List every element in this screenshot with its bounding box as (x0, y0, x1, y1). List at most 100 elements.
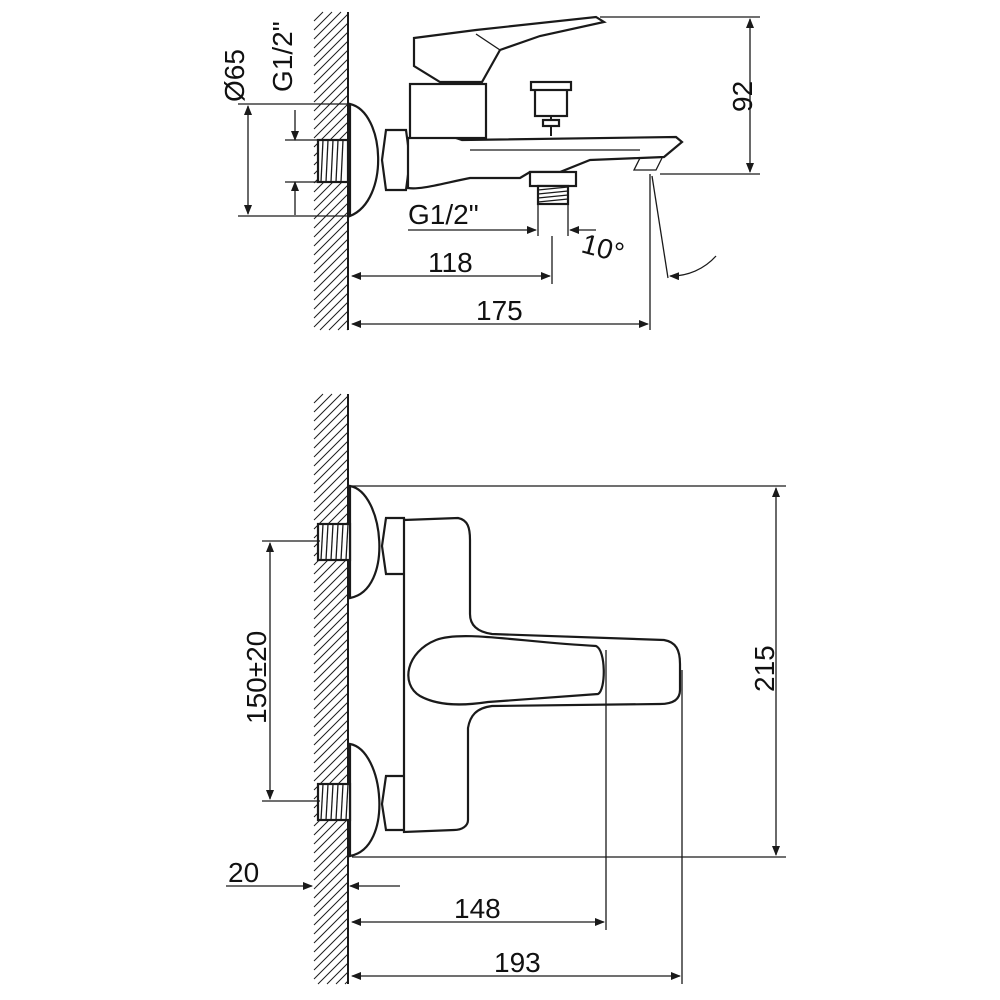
wall-hatch-line (313, 94, 349, 130)
wall-hatch-line (313, 58, 349, 94)
wall-hatch-line (313, 404, 349, 440)
dim-height-top-label: 215 (749, 645, 780, 692)
dim-depth-outlet-label: 118 (428, 247, 473, 278)
wall-hatch-line (313, 593, 349, 629)
side-view: Ø65 G1/2" 92 G1/2" (219, 11, 760, 331)
outlet-thread (528, 170, 578, 206)
wall-hatch-line (337, 319, 349, 331)
thread-line (320, 783, 324, 821)
lever-top (407, 635, 605, 706)
wall-hatch-line (313, 944, 349, 980)
wall-hatch-line (313, 629, 349, 665)
wall-hatch-line (313, 566, 349, 602)
wall-hatch-line (313, 274, 349, 310)
thread-line (325, 523, 329, 561)
wall-hatch-line (313, 395, 349, 431)
dim-depth-outlet: 118 (351, 236, 553, 284)
wall-hatch-line (313, 935, 349, 971)
wall-hatch-line (328, 310, 349, 331)
wall-hatch-line (313, 692, 349, 728)
lever (412, 15, 607, 84)
wall-hatch-line (313, 611, 349, 647)
dim-wall-offset: 20 (226, 857, 400, 890)
thread-line (320, 523, 324, 561)
thread-line (330, 523, 334, 561)
wall-hatch-line (313, 76, 349, 112)
wall-hatch-line (313, 701, 349, 737)
wall-hatch-line (313, 393, 324, 404)
wall-hatch-line (313, 220, 349, 256)
wall-hatch-line (313, 292, 349, 328)
dim-depth-lever: 148 (351, 650, 607, 930)
dim-height-side: 92 (600, 16, 760, 175)
wall-hatch-line (313, 683, 349, 719)
wall-hatch-line (313, 647, 349, 683)
wall-hatch-line (313, 238, 349, 274)
wall-hatch-line (313, 899, 349, 935)
wall-hatch-line (313, 265, 349, 301)
wall-hatch-line (313, 584, 349, 620)
thread-upper (316, 522, 352, 562)
wall-hatch-line (313, 872, 349, 908)
wall-hatch-line (313, 103, 349, 139)
wall-hatch-line (313, 656, 349, 692)
wall-hatch-line (313, 719, 349, 755)
dim-depth-total-top-label: 193 (494, 947, 541, 978)
wall-hatch-line (313, 746, 349, 782)
wall-hatch-line (313, 665, 349, 701)
thread-line (537, 190, 569, 195)
wall-hatch-line (313, 67, 349, 103)
dim-depth-total-top: 193 (351, 670, 683, 984)
wall-hatch-line (313, 467, 349, 503)
wall-flange (348, 102, 380, 218)
wall-hatch-line (313, 458, 349, 494)
thread-line (330, 139, 334, 183)
wall-hatch-line (313, 229, 349, 265)
thread-line (340, 783, 344, 821)
wall-hatch-line (313, 11, 342, 40)
thread-line (320, 139, 324, 183)
wall-hatch-line (313, 908, 349, 944)
wall-hatch-line (313, 431, 349, 467)
wall-hatch-line (313, 193, 349, 229)
hex-nut (380, 128, 412, 192)
wall-hatch-line (313, 22, 349, 58)
wall-hatch-line (313, 11, 324, 22)
wall-hatch-line (313, 881, 349, 917)
wall-hatch-line (313, 620, 349, 656)
wall-hatch-line (313, 422, 349, 458)
wall-hatch-line (313, 211, 349, 247)
dim-diameter: Ø65 (219, 49, 350, 217)
wall-hatch-line (313, 926, 349, 962)
wall-hatch-line (313, 854, 349, 890)
thread-line (345, 523, 349, 561)
thread-line (537, 198, 569, 203)
wall-top (313, 393, 349, 985)
wall-hatch-line (317, 953, 349, 985)
wall-hatch-line (346, 328, 349, 331)
dim-depth-lever-label: 148 (454, 893, 501, 924)
dim-wall-offset-label: 20 (228, 857, 259, 888)
wall-hatch-line (313, 393, 333, 413)
wall-hatch-line (313, 440, 349, 476)
wall-hatch-line (313, 836, 349, 872)
top-view: 150±20 215 20 148 193 (226, 393, 786, 985)
dim-centers: 150±20 (241, 540, 320, 802)
wall-hatch-line (313, 49, 349, 85)
wall-hatch-line (313, 863, 349, 899)
wall-hatch-line (313, 85, 349, 121)
dim-thread-wall-label: G1/2" (267, 21, 298, 92)
diverter-knob (529, 80, 573, 136)
flange-lower (348, 742, 381, 858)
wall-hatch-line (313, 184, 349, 220)
dim-depth-total-side: 175 (351, 295, 649, 328)
wall-hatch-line (313, 13, 349, 49)
thread-line (537, 194, 569, 199)
wall-hatch-line (313, 476, 349, 512)
wall-hatch-line (313, 575, 349, 611)
wall-hatch-line (313, 890, 349, 926)
wall-hatch-line (313, 557, 349, 593)
dim-thread-outlet: G1/2" (408, 199, 596, 236)
thread-line (330, 783, 334, 821)
wall-hatch-line (313, 827, 349, 863)
